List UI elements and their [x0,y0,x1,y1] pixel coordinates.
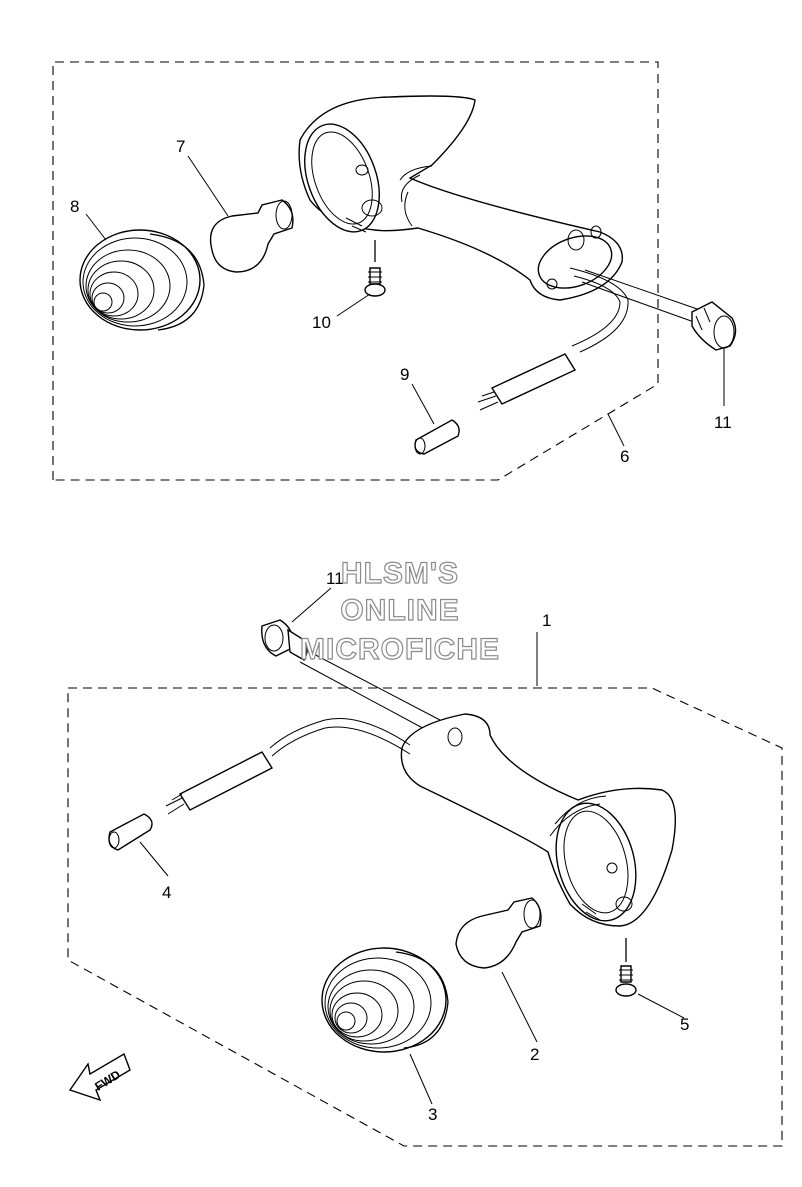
connector-part-4 [108,813,153,851]
lens-part-3 [321,947,449,1053]
forward-direction-arrow [68,1052,131,1102]
assembly-6-dashed-border [52,61,659,481]
callout-11-bottom: 11 [326,569,344,588]
bolt-part-11-top [691,301,737,351]
flasher-housing-top [298,95,701,411]
bulb-part-7 [209,199,294,273]
callout-11-top: 11 [714,413,732,432]
rear-flasher-assembly-top [52,61,737,481]
callout-9: 9 [400,365,409,384]
leader-lines-top [85,155,725,447]
callout-10: 10 [312,313,331,332]
callout-3: 3 [428,1105,437,1124]
screw-part-5 [615,938,637,997]
callout-5: 5 [680,1015,689,1034]
bolt-part-11-bottom [261,619,441,733]
bulb-part-2 [455,897,542,969]
watermark-line-3: MICROFICHE [300,633,500,666]
screw-part-10 [364,240,386,297]
lens-part-8 [79,229,205,331]
watermark-line-1: HLSM'S [341,557,459,590]
callout-4: 4 [162,883,171,902]
callout-8: 8 [70,197,79,216]
connector-part-9 [414,419,460,455]
watermark: HLSM'S ONLINE MICROFICHE [299,556,500,666]
callout-7: 7 [176,137,185,156]
assembly-1-dashed-border [67,687,783,1147]
callout-2: 2 [530,1045,539,1064]
callout-1: 1 [542,611,551,630]
watermark-line-2: ONLINE [340,594,459,627]
callout-6: 6 [620,447,629,466]
flasher-housing-bottom [165,713,677,927]
leader-lines-bottom [139,587,685,1105]
rear-flasher-assembly-bottom [67,587,783,1147]
